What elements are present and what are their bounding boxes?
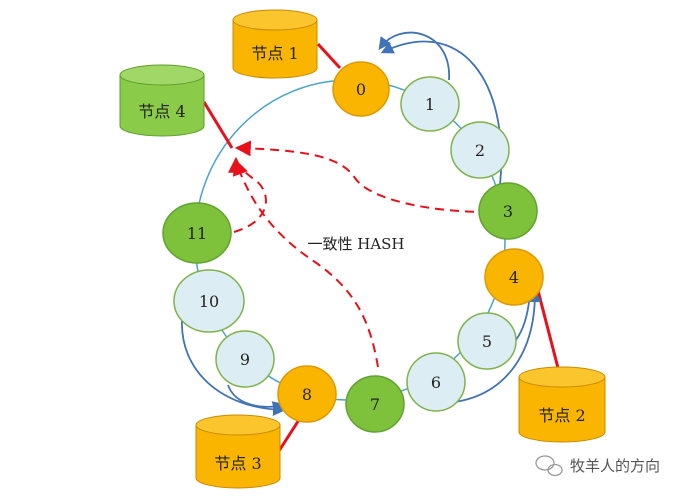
arrow-6-to-4 — [454, 289, 542, 403]
watermark: 牧羊人的方向 — [535, 455, 660, 477]
hash-point-8-label: 8 — [302, 385, 312, 404]
hash-point-8-circle — [277, 365, 337, 423]
hash-point-2-label: 2 — [475, 141, 485, 160]
hash-point-0-label: 0 — [356, 80, 366, 99]
hash-point-10-circle — [173, 269, 245, 333]
link-node4-11 — [202, 101, 234, 149]
wechat-icon — [535, 455, 563, 477]
hash-point-5: 5 — [457, 312, 517, 370]
hash-point-2: 2 — [450, 121, 510, 179]
arrow-9-to-8 — [227, 384, 286, 414]
server-node-1-body — [232, 19, 318, 79]
hash-point-8: 8 — [277, 365, 337, 423]
hash-point-7-circle — [345, 375, 405, 433]
hash-point-11-label: 11 — [187, 224, 207, 243]
hash-point-10: 10 — [173, 269, 245, 333]
hash-point-1-label: 1 — [425, 95, 435, 114]
server-node-1-top — [232, 9, 318, 31]
hash-point-1-circle — [400, 76, 460, 132]
hash-point-10-label: 10 — [199, 292, 219, 311]
hash-point-7-label: 7 — [370, 395, 380, 414]
hash-point-9-circle — [215, 330, 275, 388]
hash-point-2-circle — [450, 121, 510, 179]
server-node-4-top — [119, 64, 205, 86]
hash-point-0-circle — [332, 61, 390, 117]
hash-point-11-circle — [162, 202, 232, 264]
hash-point-0: 0 — [332, 61, 390, 117]
server-node-4: 节点 4 — [119, 64, 205, 137]
hash-point-6: 6 — [406, 352, 466, 412]
server-node-3-label: 节点 3 — [214, 454, 261, 473]
server-node-1-label: 节点 1 — [251, 44, 298, 63]
hash-point-9-label: 9 — [240, 350, 250, 369]
arrow-10-to-8 — [181, 319, 286, 416]
server-node-4-label: 节点 4 — [138, 102, 185, 121]
arrow-1-to-0 — [378, 31, 450, 81]
server-node-2: 节点 2 — [518, 366, 606, 443]
hash-point-3-label: 3 — [503, 202, 513, 221]
server-node-3: 节点 3 — [195, 414, 281, 489]
server-node-3-body — [195, 424, 281, 489]
hash-point-4-label: 4 — [509, 268, 519, 287]
server-node-2-top — [518, 366, 606, 388]
hash-point-3-circle — [478, 182, 538, 240]
hash-point-7: 7 — [345, 375, 405, 433]
dash-arrow-from-7 — [232, 158, 379, 368]
dashed-redirect-arrows — [228, 140, 490, 368]
server-node-4-body — [119, 74, 205, 137]
server-node-2-label: 节点 2 — [538, 406, 585, 425]
hash-point-4-circle — [484, 248, 544, 306]
dash-arrow-from-3 — [234, 140, 490, 213]
hash-point-1: 1 — [400, 76, 460, 132]
hash-point-11: 11 — [162, 202, 232, 264]
hash-point-4: 4 — [484, 248, 544, 306]
server-node-1: 节点 1 — [232, 9, 318, 79]
hash-point-9: 9 — [215, 330, 275, 388]
center-label: 一致性 HASH — [307, 235, 404, 253]
server-node-3-top — [195, 414, 281, 436]
link-node1-0 — [316, 42, 342, 70]
hash-point-3: 3 — [478, 182, 538, 240]
server-node-2-body — [518, 376, 606, 443]
hash-point-6-circle — [406, 352, 466, 412]
watermark-text: 牧羊人的方向 — [570, 457, 660, 475]
hash-point-5-circle — [457, 312, 517, 370]
hash-point-6-label: 6 — [431, 373, 441, 392]
hash-point-5-label: 5 — [482, 332, 492, 351]
